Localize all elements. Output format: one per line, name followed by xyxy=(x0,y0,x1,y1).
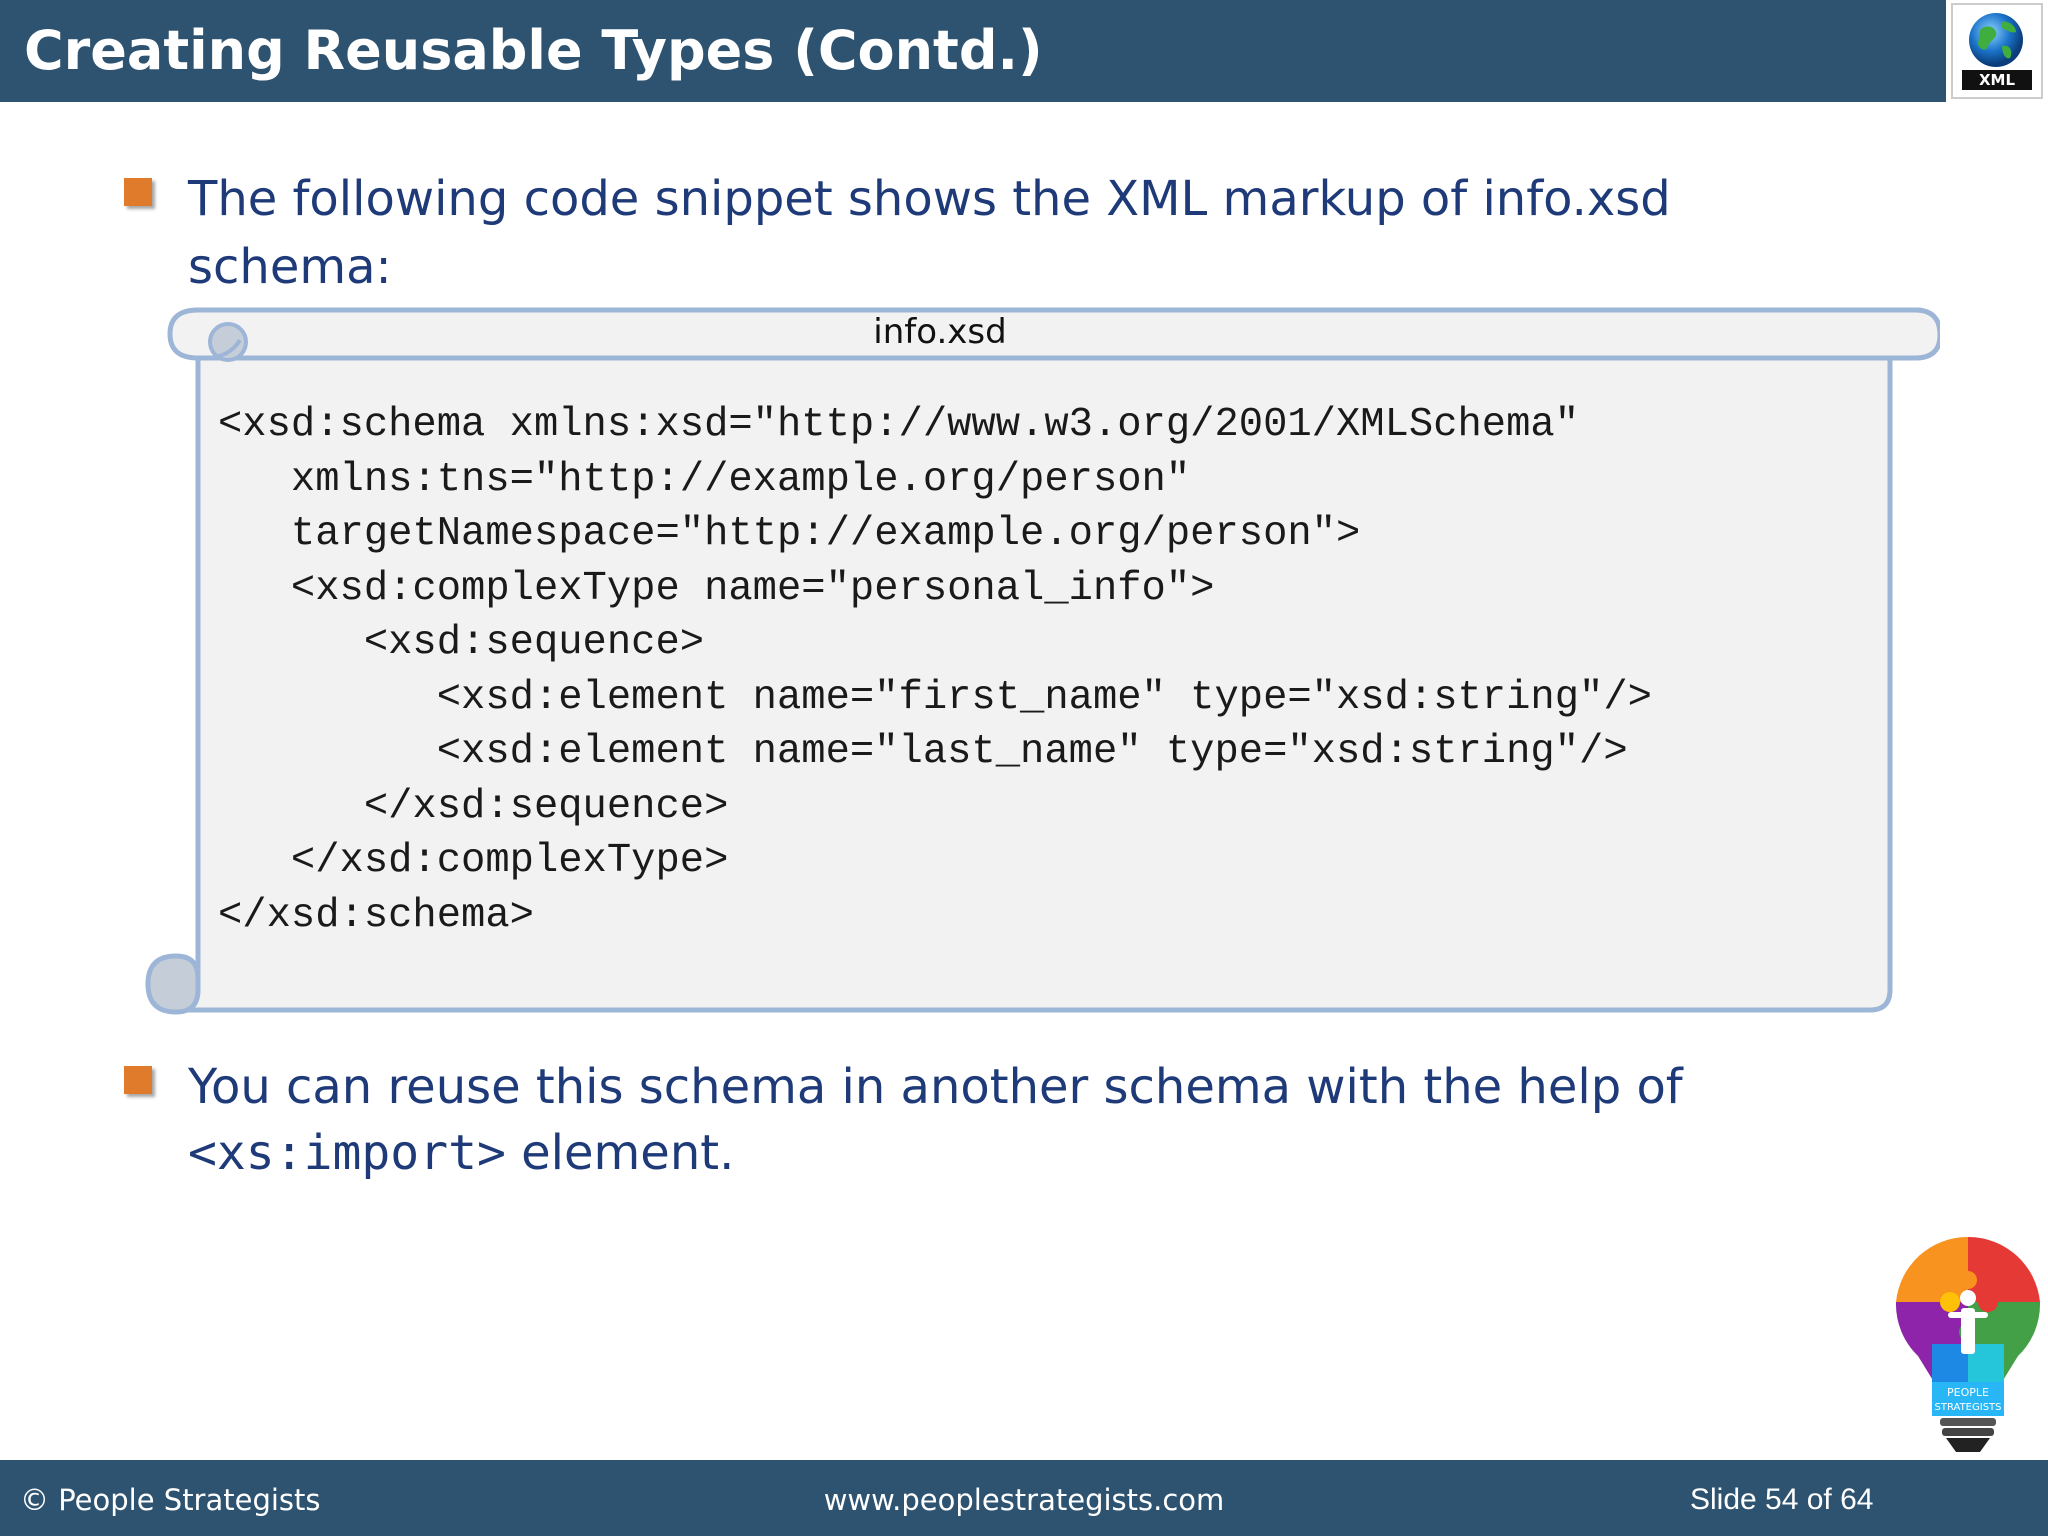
footer-bar xyxy=(0,1460,2048,1536)
slide-title: Creating Reusable Types (Contd.) xyxy=(24,19,1043,82)
logo-label-line-1: PEOPLE xyxy=(1947,1386,1989,1399)
bullet-1-line-1: The following code snippet shows the XML… xyxy=(188,171,1671,227)
title-bar xyxy=(0,0,2048,102)
code-snippet: <xsd:schema xmlns:xsd="http://www.w3.org… xyxy=(218,402,1652,939)
bullet-marker xyxy=(124,178,152,206)
logo-label-line-2: STRATEGISTS xyxy=(1935,1402,2002,1413)
bullet-2-line-1: You can reuse this schema in another sch… xyxy=(188,1059,1683,1115)
footer-copyright: © People Strategists xyxy=(20,1483,321,1517)
footer-website: www.peoplestrategists.com xyxy=(823,1483,1225,1517)
xml-logo: XML xyxy=(1946,0,2048,102)
bullet-marker xyxy=(124,1066,152,1094)
code-file-caption: info.xsd xyxy=(873,312,1007,352)
xml-globe-icon: XML xyxy=(1951,3,2043,99)
lightbulb-puzzle-logo-icon: PEOPLE STRATEGISTS xyxy=(1895,1236,2041,1452)
bullet-2-suffix: element. xyxy=(505,1125,735,1181)
inline-code-import: <xs:import> xyxy=(188,1125,506,1181)
footer-slide-number: Slide 54 of 64 xyxy=(1690,1483,1874,1516)
bullet-2-line-2: <xs:import> element. xyxy=(188,1120,734,1186)
bullet-1-line-2: schema: xyxy=(188,239,392,295)
xml-logo-label: XML xyxy=(1979,71,2015,89)
code-scroll-panel xyxy=(145,307,1940,1015)
